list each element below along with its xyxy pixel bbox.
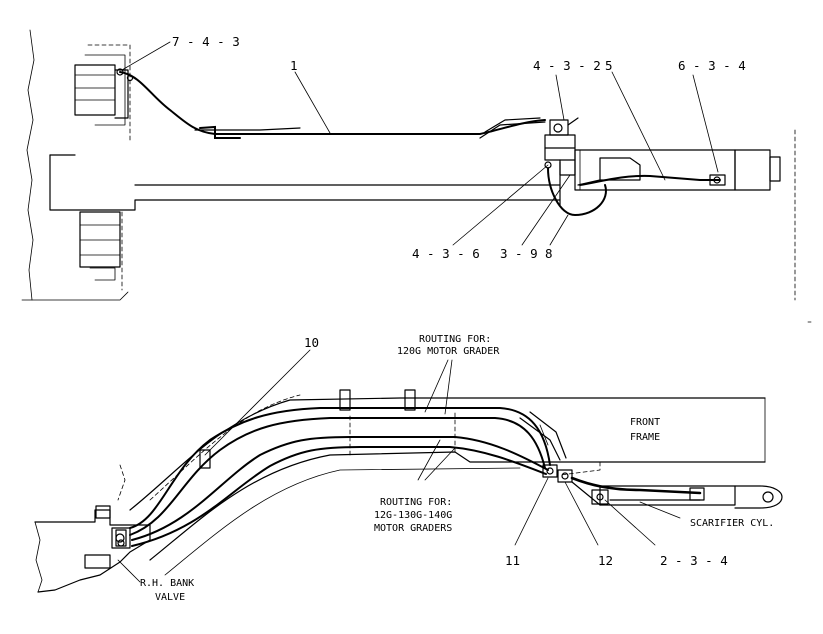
top-callouts: 7 - 4 - 3 1 4 - 3 - 2 5 6 - 3 - 4 4 - 3 …	[121, 34, 746, 261]
callout-3-9: 3 - 9	[500, 246, 538, 261]
bank-valve-housing	[34, 509, 151, 593]
callout-4-3-6: 4 - 3 - 6	[412, 246, 480, 261]
valve-assembly-top	[544, 117, 579, 176]
note-routing-12g-1: ROUTING FOR:	[380, 497, 452, 508]
hose-1	[119, 71, 546, 135]
gooseneck-frame-upper	[129, 397, 766, 511]
rear-block-lower	[79, 211, 123, 291]
note-front-frame-2: FRAME	[630, 432, 660, 443]
note-rh-bank-2: VALVE	[155, 592, 185, 603]
callout-7-4-3: 7 - 4 - 3	[172, 34, 240, 49]
hose-routing-12g-a	[131, 436, 549, 541]
note-scarifier-cyl: SCARIFIER CYL.	[690, 518, 774, 529]
note-routing-120g-2: 120G MOTOR GRADER	[397, 346, 500, 357]
callout-12: 12	[598, 553, 613, 568]
rear-block-upper	[74, 44, 131, 141]
note-routing-12g-3: MOTOR GRADERS	[374, 523, 452, 534]
callout-2-3-4: 2 - 3 - 4	[660, 553, 728, 568]
bottom-view	[34, 389, 783, 593]
hose-routing-12g-b	[131, 446, 547, 547]
hose-5	[579, 174, 721, 186]
callout-11: 11	[505, 553, 520, 568]
hose-routing-120g-a	[129, 407, 551, 529]
note-front-frame-1: FRONT	[630, 417, 660, 428]
note-routing-120g-1: ROUTING FOR:	[419, 334, 491, 345]
bottom-callouts: 10 ROUTING FOR: 120G MOTOR GRADER FRONT …	[117, 334, 774, 603]
callout-4-3-2: 4 - 3 - 2	[533, 58, 601, 73]
callout-5: 5	[605, 58, 613, 73]
callout-6-3-4: 6 - 3 - 4	[678, 58, 746, 73]
frame-break-line-top	[26, 29, 35, 301]
top-view	[21, 29, 796, 301]
callout-10: 10	[304, 335, 319, 350]
callout-8: 8	[545, 246, 553, 261]
main-frame-top	[49, 154, 561, 211]
gooseneck-frame-lower	[149, 451, 766, 561]
hose-routing-120g-b	[129, 417, 546, 536]
note-routing-12g-2: 12G-130G-140G	[374, 510, 452, 521]
cylinder-top	[574, 149, 781, 191]
note-rh-bank-1: R.H. BANK	[140, 578, 194, 589]
scarifier-cylinder	[570, 476, 783, 509]
callout-1: 1	[290, 58, 298, 73]
hose-8	[547, 167, 607, 217]
